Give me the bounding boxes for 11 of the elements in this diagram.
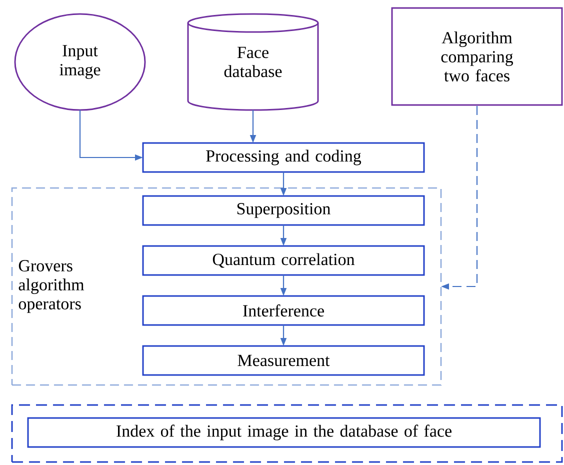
output-box: Index of the input image in the database of face bbox=[27, 417, 541, 448]
ellipse-node: Input image bbox=[14, 13, 146, 111]
process-box: Algorithm comparing two faces bbox=[391, 7, 563, 106]
process-box: Interference bbox=[142, 295, 425, 326]
process-box: Quantum correlation bbox=[142, 245, 425, 276]
node-label: Face database bbox=[224, 46, 282, 78]
database-cylinder: Face database bbox=[187, 13, 319, 111]
output-frame bbox=[11, 404, 563, 463]
process-box: Processing and coding bbox=[142, 142, 425, 173]
process-box: Superposition bbox=[142, 195, 425, 226]
process-box: Measurement bbox=[142, 345, 425, 376]
